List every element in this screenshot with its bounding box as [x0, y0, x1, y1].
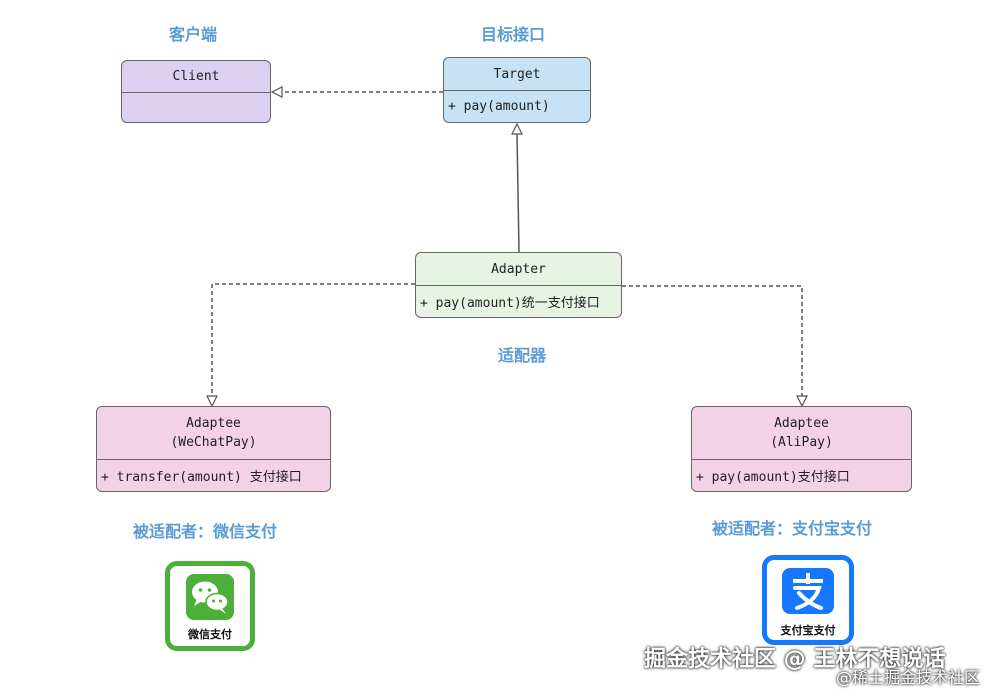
- adapter-class-box: Adapter + pay(amount)统一支付接口: [415, 252, 622, 318]
- adapter-wechat-link: [211, 283, 415, 396]
- alipay-adaptee-caption: 被适配者：支付宝支付: [712, 519, 873, 538]
- wechat-adaptee-name-line2: (WeChatPay): [170, 435, 257, 450]
- wechat-adaptee-name-line1: Adaptee: [186, 416, 241, 431]
- wechat-app-label: 微信支付: [188, 628, 232, 641]
- alipay-adaptee-name-line1: Adaptee: [774, 416, 829, 431]
- target-class-box: Target + pay(amount): [443, 57, 591, 123]
- adapter-alipay-link: [622, 285, 803, 396]
- client-caption: 客户端: [169, 25, 218, 44]
- alipay-app-label: 支付宝支付: [780, 624, 836, 637]
- wechat-bubbles-icon: [186, 574, 234, 620]
- client-class-box: Client: [121, 60, 271, 123]
- watermark-sub: @稀土掘金技术社区: [836, 668, 981, 687]
- target-arrowhead: [511, 122, 523, 135]
- wechat-adaptee-operations: + transfer(amount) 支付接口: [101, 470, 302, 485]
- alipay-adaptee-operations: + pay(amount)支付接口: [696, 470, 850, 485]
- alipay-arrowhead: [796, 395, 808, 408]
- wechat-adaptee-name: Adaptee (WeChatPay): [97, 407, 330, 460]
- alipay-zhi-icon: [782, 568, 834, 614]
- watermark-main: 掘金技术社区 @ 王林不想说话: [644, 647, 946, 672]
- target-caption: 目标接口: [481, 25, 546, 44]
- client-class-name: Client: [122, 61, 270, 93]
- adapter-class-operations: + pay(amount)统一支付接口: [420, 296, 600, 311]
- wechat-adaptee-caption: 被适配者：微信支付: [133, 522, 278, 541]
- wechat-arrowhead: [206, 395, 218, 408]
- adapter-caption: 适配器: [498, 346, 547, 365]
- client-dependency-arrowhead: [270, 86, 283, 98]
- adapter-target-link: [516, 132, 520, 253]
- target-class-operations: + pay(amount): [448, 99, 550, 114]
- client-class-operations: [122, 93, 270, 122]
- adapter-class-name: Adapter: [416, 253, 621, 286]
- target-class-name: Target: [444, 58, 590, 91]
- alipay-adaptee-name-line2: (AliPay): [770, 435, 833, 450]
- alipay-app-icon: 支付宝支付: [762, 555, 854, 645]
- wechat-app-icon: 微信支付: [165, 561, 255, 651]
- alipay-adaptee-box: Adaptee (AliPay) + pay(amount)支付接口: [691, 406, 912, 492]
- wechat-adaptee-box: Adaptee (WeChatPay) + transfer(amount) 支…: [96, 406, 331, 492]
- alipay-adaptee-name: Adaptee (AliPay): [692, 407, 911, 460]
